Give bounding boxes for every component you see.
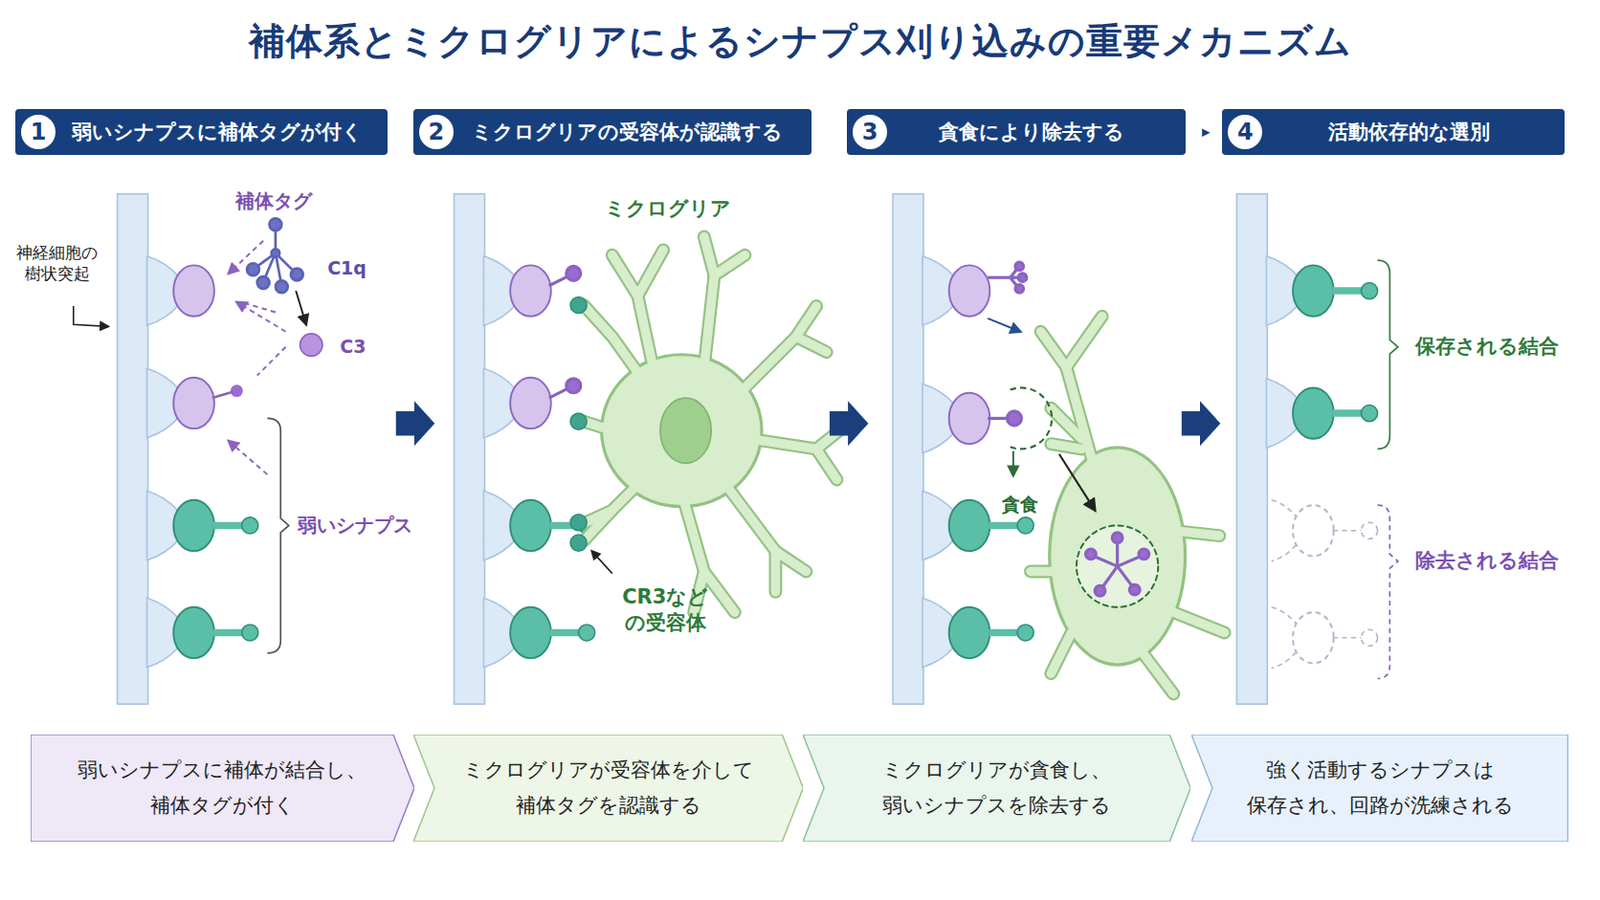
spine [922, 598, 1034, 668]
dendrite [117, 194, 1268, 705]
complement-tag [212, 392, 233, 399]
spine [147, 368, 215, 439]
step-header: 2ミクログリアの受容体が認識する [413, 109, 812, 156]
label: 弱いシナプス [297, 512, 413, 538]
spines [147, 256, 1378, 669]
spine [147, 256, 215, 327]
fragments [1086, 533, 1150, 597]
spine [922, 256, 990, 327]
summary-text: 強く活動するシナプスは 保存され、回路が洗練される [1191, 745, 1568, 832]
spine [1271, 500, 1378, 562]
summary-text: ミクログリアが貪食し、 弱いシナプスを除去する [802, 745, 1191, 832]
bracket [266, 418, 289, 653]
leader-line [73, 306, 109, 327]
complement-c1q [246, 218, 304, 293]
microglia [583, 237, 843, 614]
spine [1266, 256, 1378, 327]
step-arrow [396, 128, 1222, 446]
bracket [1377, 260, 1399, 449]
summary-chevron: 弱いシナプスに補体が結合し、 補体タグが付く [30, 734, 415, 843]
step-header: 4活動依存的な選別 [1222, 109, 1564, 156]
summary-chevron: 強く活動するシナプスは 保存され、回路が洗練される [1191, 734, 1568, 843]
step-number: 3 [852, 114, 888, 150]
spine [483, 256, 551, 327]
spine [1266, 378, 1378, 449]
spine [483, 598, 595, 668]
spine [1271, 607, 1378, 669]
label: 貪食 [1001, 492, 1039, 517]
step-number: 4 [1227, 114, 1263, 150]
summary-chevron: ミクログリアが受容体を介して 補体タグを認識する [413, 734, 803, 843]
spine [922, 383, 990, 454]
step-heading: ミクログリアの受容体が認識する [453, 118, 802, 146]
step-header: 1弱いシナプスに補体タグが付く [15, 109, 388, 156]
spine [483, 368, 551, 439]
summary-text: ミクログリアが受容体を介して 補体タグを認識する [413, 745, 803, 832]
bracket [1377, 505, 1399, 679]
complement-tag [230, 384, 244, 398]
label: C1q [327, 255, 367, 280]
chevron-shape [413, 734, 803, 843]
step-number: 2 [419, 114, 454, 150]
label: C3 [339, 333, 366, 358]
chevron-shape [1191, 734, 1568, 843]
spine [483, 490, 595, 561]
leader-line [591, 551, 612, 574]
receptor [570, 296, 587, 552]
title: 補体系とミクログリアによるシナプス刈り込みの重要メカニズム [0, 17, 1600, 67]
step-heading: 弱いシナプスに補体タグが付く [55, 118, 378, 146]
label: CR3などの受容体 [615, 584, 716, 638]
label: 除去される結合 [1415, 548, 1559, 575]
chevron-shape [802, 734, 1191, 843]
complement-c3 [300, 333, 323, 356]
label: ミクログリア [604, 196, 732, 223]
tag-arrows [228, 241, 287, 475]
label: 神経細胞の樹状突起 [15, 242, 100, 285]
spine [147, 598, 259, 668]
microglia-phagocytosis [1030, 316, 1225, 695]
step-number: 1 [21, 114, 56, 150]
summary-chevron: ミクログリアが貪食し、 弱いシナプスを除去する [802, 734, 1191, 843]
label: 補体タグ [235, 188, 312, 214]
step-heading: 貪食により除去する [887, 118, 1177, 146]
label: 保存される結合 [1415, 333, 1559, 360]
spine [147, 490, 259, 561]
chevron-shape [30, 734, 415, 843]
complement-tag [987, 262, 1027, 426]
step-header: 3貪食により除去する [846, 109, 1186, 156]
complement-tag [549, 266, 581, 399]
summary-text: 弱いシナプスに補体が結合し、 補体タグが付く [30, 745, 415, 832]
step-heading: 活動依存的な選別 [1262, 118, 1555, 146]
